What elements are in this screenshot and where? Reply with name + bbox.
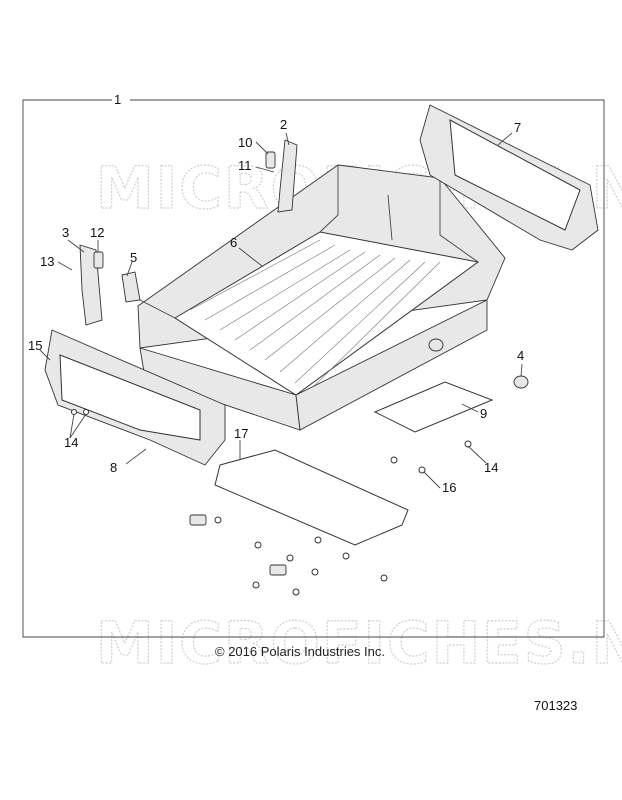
callout-13: 13 <box>40 254 54 269</box>
callout-16: 16 <box>442 480 456 495</box>
callout-5: 5 <box>130 250 137 265</box>
cargo-box-ribs <box>189 239 441 391</box>
bumper-4 <box>513 375 529 389</box>
assembly-frame <box>22 99 605 638</box>
callout-9: 9 <box>480 406 487 421</box>
callout-14a: 14 <box>64 435 78 450</box>
callout-17: 17 <box>234 426 248 441</box>
leader-lines <box>39 132 523 489</box>
bumper-4b <box>428 338 444 352</box>
latch-12 <box>93 251 104 269</box>
tailgate-8 <box>44 329 226 466</box>
callout-1: 1 <box>114 92 121 107</box>
panel-9 <box>373 381 494 433</box>
callout-10: 10 <box>238 135 252 150</box>
bracket-5 <box>121 271 141 303</box>
callout-6: 6 <box>230 235 237 250</box>
callout-14b: 14 <box>484 460 498 475</box>
callout-8: 8 <box>110 460 117 475</box>
watermark-bottom: MICROFICHES.NET <box>96 609 622 677</box>
cargo-box-6 <box>124 164 506 431</box>
callout-11: 11 <box>238 158 252 173</box>
callouts: 1 2 3 4 5 6 7 8 9 10 11 12 13 14 14 15 1… <box>28 92 524 495</box>
front-panel-7 <box>419 104 599 251</box>
callout-2: 2 <box>280 117 287 132</box>
callout-15: 15 <box>28 338 42 353</box>
callout-7: 7 <box>514 120 521 135</box>
copyright-text: © 2016 Polaris Industries Inc. <box>215 644 385 659</box>
diagram-part-number: 701323 <box>534 698 577 713</box>
fastener-hardware <box>71 409 472 596</box>
latch-10 <box>265 151 276 169</box>
floor-plate-17 <box>214 449 409 546</box>
callout-12: 12 <box>90 225 104 240</box>
bracket-2 <box>277 139 298 213</box>
callout-3: 3 <box>62 225 69 240</box>
callout-4: 4 <box>517 348 524 363</box>
